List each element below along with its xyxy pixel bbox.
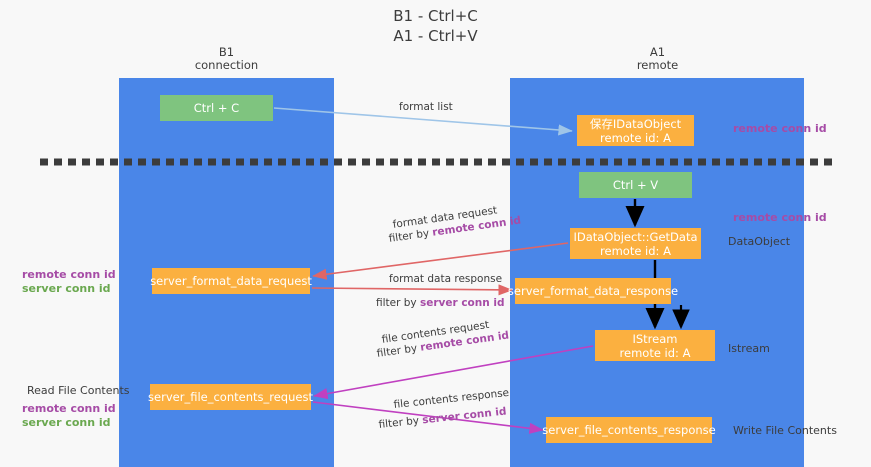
node-server-format-data-request-label: server_format_data_request	[150, 274, 312, 288]
node-istream-label: IStream	[632, 331, 678, 346]
edge-format-data-response	[311, 284, 513, 296]
node-server-format-data-request[interactable]: server_format_data_request	[150, 268, 312, 294]
node-save-idataobject-remote-id: remote id: A	[600, 130, 671, 145]
node-server-file-contents-response[interactable]: server_file_contents_response	[542, 417, 716, 443]
edge-label-format-list: format list	[399, 101, 453, 113]
lane-header-b1: B1 connection	[149, 46, 304, 72]
lane-header-b1-subtitle: connection	[194, 58, 259, 72]
note-left-server-conn-id-2: server conn id	[22, 416, 111, 429]
note-remote-conn-id-top: remote conn id	[733, 122, 827, 135]
lane-header-a1-title: A1	[649, 45, 666, 59]
note-remote-conn-id-mid: remote conn id	[733, 211, 827, 224]
node-idataobject-getdata-remote-id: remote id: A	[600, 243, 671, 258]
lane-header-a1-subtitle: remote	[636, 58, 679, 72]
note-dataobject: DataObject	[728, 235, 791, 248]
note-left-conn-ids: remote conn id server conn id	[22, 268, 116, 296]
node-istream-remote-id: remote id: A	[619, 345, 691, 360]
filter-by-prefix-2: filter by	[376, 297, 420, 309]
lane-header-b1-title: B1	[218, 45, 235, 59]
node-idataobject-getdata-label: IDataObject::GetData	[573, 229, 698, 244]
node-ctrl-c[interactable]: Ctrl + C	[160, 95, 273, 121]
filter-by-prefix-4: filter by	[378, 414, 423, 431]
filter-server-conn-id-1: server conn id	[419, 297, 505, 309]
note-left-conn-ids-2: remote conn id server conn id	[22, 402, 116, 430]
node-server-format-data-response[interactable]: server_format_data_response	[508, 278, 678, 304]
note-istream: Istream	[728, 342, 770, 355]
node-idataobject-getdata[interactable]: IDataObject::GetData remote id: A	[570, 228, 701, 259]
node-save-idataobject[interactable]: 保存IDataObject remote id: A	[577, 115, 694, 146]
node-ctrl-v-label: Ctrl + V	[612, 178, 659, 192]
edge-label-format-data-response-filter: filter by server conn id	[376, 297, 505, 310]
node-ctrl-c-label: Ctrl + C	[193, 101, 240, 115]
node-istream[interactable]: IStream remote id: A	[595, 330, 715, 361]
note-left-remote-conn-id: remote conn id	[22, 268, 116, 281]
note-left-remote-conn-id-2: remote conn id	[22, 402, 116, 415]
edge-label-format-data-response: format data response	[389, 273, 503, 285]
filter-server-conn-id-2: server conn id	[421, 405, 508, 427]
node-server-file-contents-request-label: server_file_contents_request	[148, 390, 313, 404]
node-ctrl-v[interactable]: Ctrl + V	[579, 172, 692, 198]
node-save-idataobject-label: 保存IDataObject	[589, 116, 682, 131]
note-write-file-contents: Write File Contents	[733, 424, 837, 437]
lane-header-a1: A1 remote	[580, 46, 735, 72]
note-left-server-conn-id: server conn id	[22, 282, 111, 295]
node-server-file-contents-response-label: server_file_contents_response	[542, 423, 716, 437]
page-title: B1 - Ctrl+C A1 - Ctrl+V	[393, 7, 478, 45]
note-read-file-contents: Read File Contents	[27, 384, 130, 397]
node-server-file-contents-request[interactable]: server_file_contents_request	[148, 384, 313, 410]
node-server-format-data-response-label: server_format_data_response	[507, 284, 679, 298]
